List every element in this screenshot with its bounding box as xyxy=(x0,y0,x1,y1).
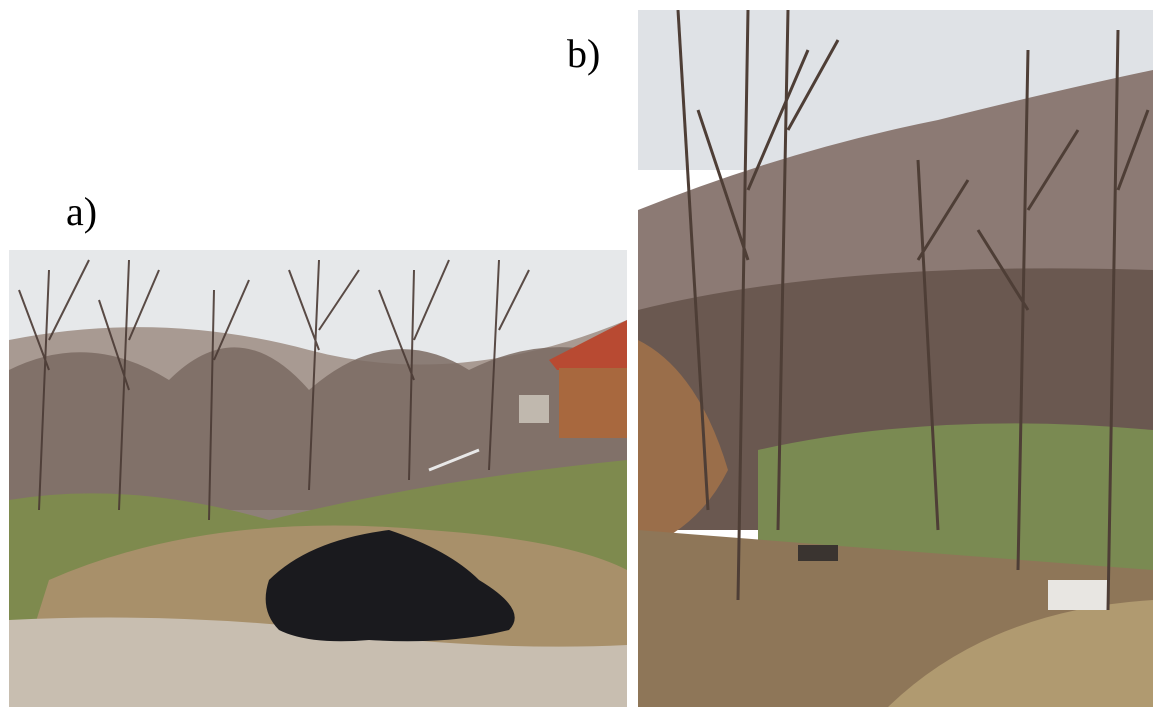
litter-dark xyxy=(798,545,838,561)
house-roof xyxy=(549,320,627,370)
photo-a-illustration xyxy=(9,250,627,707)
dry-grass xyxy=(888,600,1153,707)
green-clearing xyxy=(758,423,1153,570)
shed xyxy=(519,395,549,423)
bare-trees xyxy=(676,10,1150,611)
asphalt-pile xyxy=(265,530,515,642)
hose xyxy=(428,448,480,472)
bare-trees xyxy=(18,259,530,521)
gravel-bank xyxy=(9,617,627,707)
photo-panel-b xyxy=(638,10,1153,707)
house-wall xyxy=(559,368,627,438)
dry-undergrowth xyxy=(638,340,728,550)
photo-b-illustration xyxy=(638,10,1153,707)
litter-white xyxy=(1048,580,1108,610)
panel-label-b: b) xyxy=(567,31,601,76)
panel-label-a: a) xyxy=(66,189,98,234)
photo-panel-a xyxy=(9,250,627,707)
